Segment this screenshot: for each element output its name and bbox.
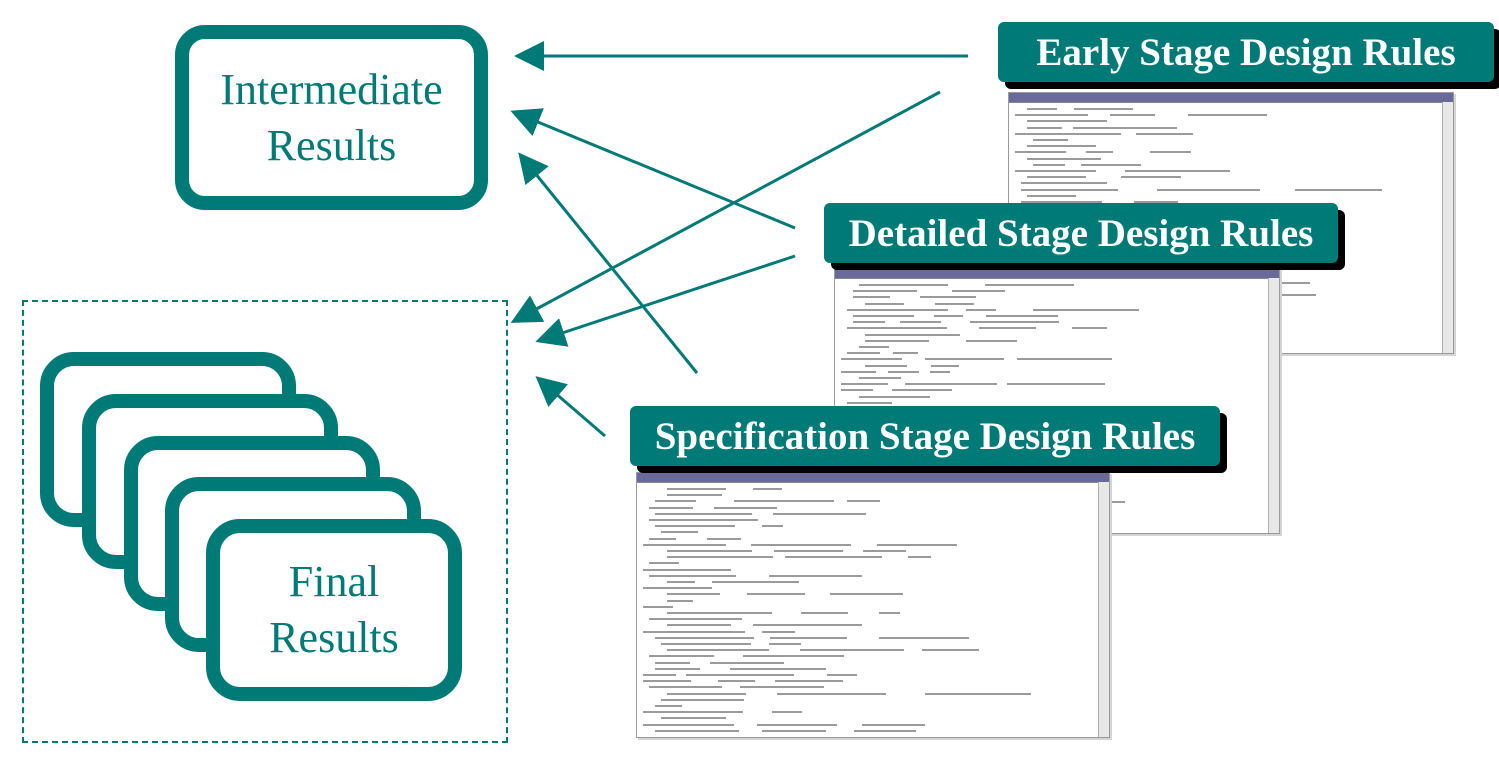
specification-stage-rules-banner: Specification Stage Design Rules xyxy=(630,406,1220,466)
arrow-specification-to-final xyxy=(540,380,605,436)
arrow-detailed-to-final xyxy=(541,256,795,340)
arrow-specification-to-intermediate xyxy=(522,157,697,373)
arrow-detailed-to-intermediate xyxy=(516,113,795,228)
detailed-stage-rules-banner: Detailed Stage Design Rules xyxy=(824,203,1338,263)
early-stage-rules-banner: Early Stage Design Rules xyxy=(998,22,1494,82)
